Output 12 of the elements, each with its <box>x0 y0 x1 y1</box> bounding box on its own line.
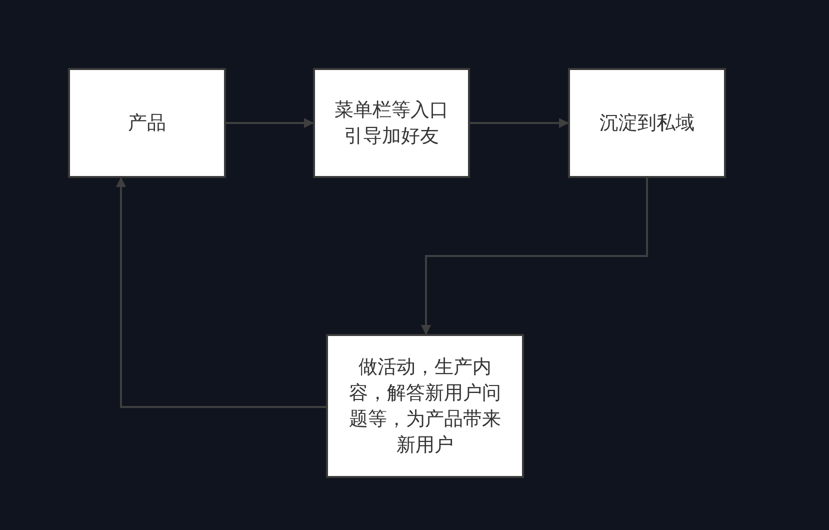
arrow <box>116 177 326 408</box>
box-text: 菜单栏等入口引导加好友 <box>334 98 450 149</box>
box-text: 沉淀到私域 <box>600 111 694 136</box>
process-box <box>326 334 524 478</box>
arrow <box>226 118 314 128</box>
arrow <box>470 118 569 128</box>
arrow <box>421 178 648 335</box>
process-box <box>568 68 726 178</box>
box-text: 产品 <box>128 111 166 136</box>
process-box <box>313 68 470 178</box>
process-box <box>68 68 226 178</box>
box-text: 做活动，生产内容，解答新用户问题等，为产品带来新用户 <box>348 355 502 458</box>
